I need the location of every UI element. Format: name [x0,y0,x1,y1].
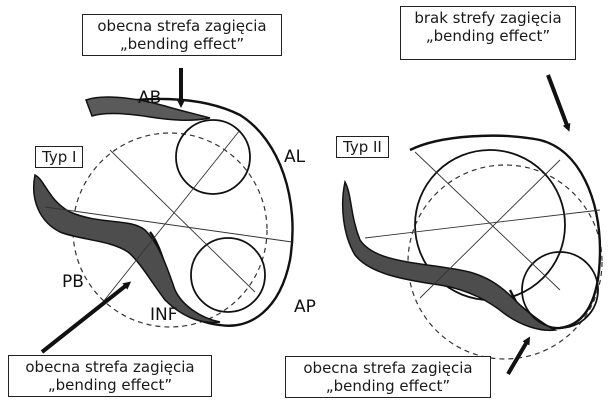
typ1-posterior-leaflet [34,175,220,323]
typ1-top-note-line1: obecna strefa zagięcia [87,17,277,35]
typ2-bottom-arrow [508,340,528,374]
typ1-bottom-note: obecna strefa zagięcia „bending effect” [8,355,212,397]
typ2-bottom-note: obecna strefa zagięcia „bending effect” [285,356,491,398]
typ2-bottom-note-line2: „bending effect” [290,377,486,395]
typ1-segment-al: AL [284,147,305,167]
typ2-bottom-note-line1: obecna strefa zagięcia [290,359,486,377]
typ2-label: Typ II [336,136,389,158]
typ1-segment-ap: AP [294,297,316,317]
typ1-lower-papillary-circle [191,238,265,312]
typ1-top-note-line2: „bending effect” [87,35,277,53]
typ1-segment-inf: INF [150,305,178,325]
typ2-top-arrow [548,75,568,128]
typ1-label: Typ I [35,146,83,168]
typ1-bottom-note-line1: obecna strefa zagięcia [13,358,207,376]
typ2-panel [343,75,602,374]
typ1-segment-pb: PB [62,272,84,292]
typ1-bottom-note-line2: „bending effect” [13,376,207,394]
typ2-dashed-annulus [408,165,602,359]
typ1-ventricle-outline [95,99,293,326]
typ2-top-note-line1: brak strefy zagięcia [405,9,571,27]
typ1-top-note: obecna strefa zagięcia „bending effect” [82,14,282,56]
typ1-segment-ab: AB [138,88,161,108]
typ2-top-note-line2: „bending effect” [405,27,571,45]
typ2-posterior-leaflet [343,182,555,330]
typ2-top-note: brak strefy zagięcia „bending effect” [400,6,576,60]
typ1-axis-line [110,150,255,292]
typ1-bottom-arrow [42,284,128,352]
